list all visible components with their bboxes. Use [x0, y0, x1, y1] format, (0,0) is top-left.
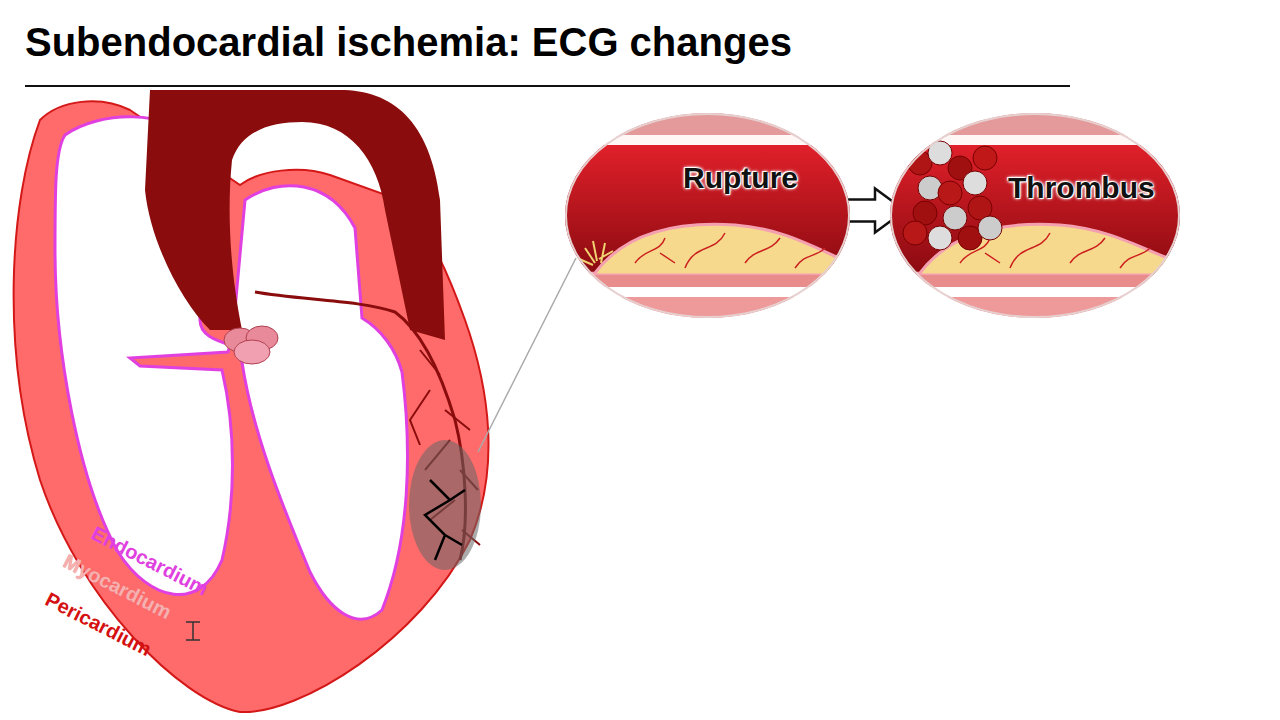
aorta	[145, 90, 445, 340]
node-label: Thrombus	[1008, 171, 1155, 205]
vessel-section	[565, 113, 850, 318]
title-rule	[25, 85, 1070, 87]
vessel-section	[890, 113, 1180, 318]
infarct-cracks	[425, 480, 465, 560]
leader-line	[478, 258, 576, 452]
ischemic-zone	[409, 440, 481, 570]
node-label: Rupture	[683, 161, 798, 195]
vessel-ellipse: Thrombus	[890, 113, 1180, 318]
left-chambers	[232, 186, 407, 619]
thickness-bracket	[186, 622, 200, 640]
vessel-ellipse: Rupture	[565, 113, 850, 318]
aortic-valve	[234, 340, 270, 364]
title: Subendocardial ischemia: ECG changes	[25, 20, 792, 65]
